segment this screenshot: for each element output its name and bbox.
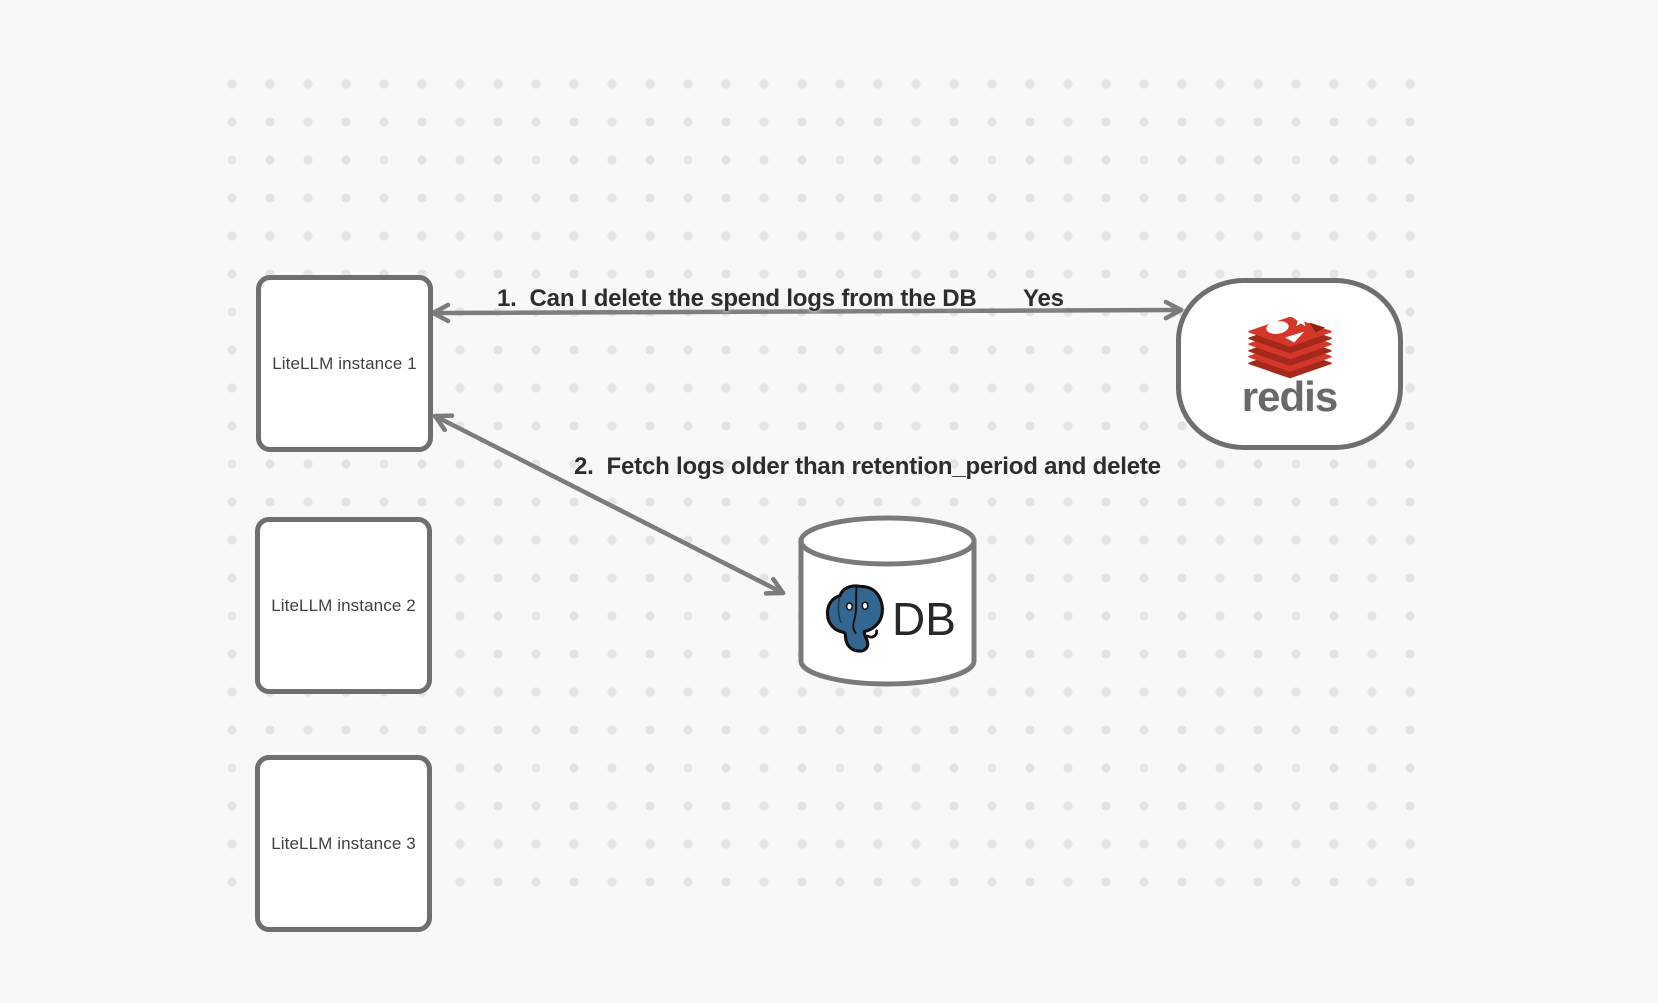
node-litellm-instance-1: LiteLLM instance 1	[256, 275, 433, 452]
edge-litellm1-db	[432, 413, 786, 596]
node-litellm-instance-3: LiteLLM instance 3	[255, 755, 432, 932]
node-litellm-instance-1-label: LiteLLM instance 1	[272, 353, 417, 373]
redis-stack-icon	[1247, 312, 1332, 379]
edge2-label: 2. Fetch logs older than retention_perio…	[574, 453, 1161, 480]
db-content: DB	[806, 577, 969, 661]
node-redis: redis	[1176, 278, 1403, 450]
node-litellm-instance-3-label: LiteLLM instance 3	[271, 833, 416, 853]
node-db: DB	[798, 515, 977, 687]
database-cylinder-icon	[798, 515, 977, 687]
node-litellm-instance-2-label: LiteLLM instance 2	[271, 595, 416, 615]
edge1-label: 1. Can I delete the spend logs from the …	[497, 285, 977, 312]
edge1-reply-label: Yes	[1023, 285, 1064, 312]
node-litellm-instance-2: LiteLLM instance 2	[255, 517, 432, 694]
redis-wordmark: redis	[1241, 373, 1338, 420]
db-label: DB	[892, 593, 956, 645]
edge-litellm1-redis	[430, 299, 1184, 324]
postgresql-elephant-icon	[826, 584, 884, 653]
